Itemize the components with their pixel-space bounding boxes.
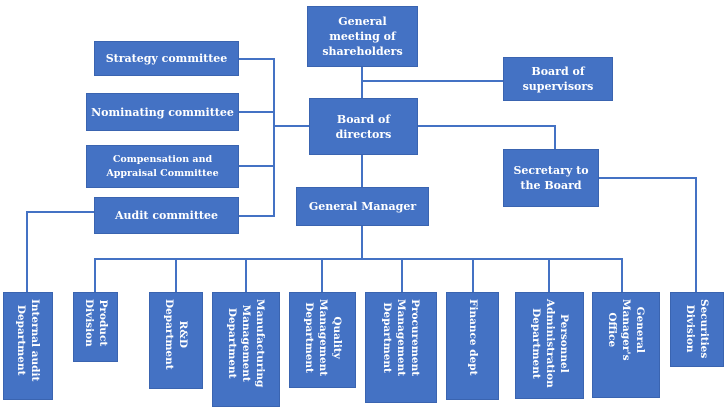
internal-audit-node: Internal audit Department — [3, 292, 53, 400]
manufacturing-node: Manufacturing Management Department — [212, 292, 280, 407]
procurement-node: Procurement Management Department — [365, 292, 437, 403]
rd-department-label: R&D Department — [163, 299, 189, 370]
line-board-secretary — [418, 125, 556, 149]
board-node: Board of directors — [309, 98, 418, 155]
quality-node: Quality Management Department — [289, 292, 356, 388]
secretary-node: Secretary to the Board — [503, 149, 599, 207]
gm-office-label: General Manager's Office — [606, 299, 646, 361]
personnel-node: Personnel Administration Department — [515, 292, 584, 399]
securities-node: Securities Division — [670, 292, 724, 367]
securities-label: Securities Division — [684, 299, 710, 359]
line-audit-internal — [26, 211, 94, 292]
general-manager-node: General Manager — [296, 187, 429, 226]
procurement-label: Procurement Management Department — [381, 299, 421, 377]
finance-node: Finance dept — [446, 292, 499, 400]
product-division-label: Product Division — [82, 299, 109, 347]
nominating-committee-node: Nominating committee — [86, 93, 239, 131]
internal-audit-label: Internal audit Department — [15, 299, 41, 382]
rd-department-node: R&D Department — [149, 292, 203, 389]
supervisors-node: Board of supervisors — [503, 57, 613, 101]
personnel-label: Personnel Administration Department — [529, 299, 570, 388]
shareholders-node: General meeting of shareholders — [307, 6, 418, 67]
gm-office-node: General Manager's Office — [592, 292, 660, 398]
compensation-committee-node: Compensation and Appraisal Committee — [86, 145, 239, 188]
quality-label: Quality Management Department — [302, 299, 343, 377]
strategy-committee-node: Strategy committee — [94, 41, 239, 76]
finance-label: Finance dept — [466, 299, 479, 376]
audit-committee-node: Audit committee — [94, 197, 239, 234]
manufacturing-label: Manufacturing Management Department — [226, 299, 266, 388]
product-division-node: Product Division — [73, 292, 118, 362]
line-secretary-securities — [599, 177, 697, 292]
